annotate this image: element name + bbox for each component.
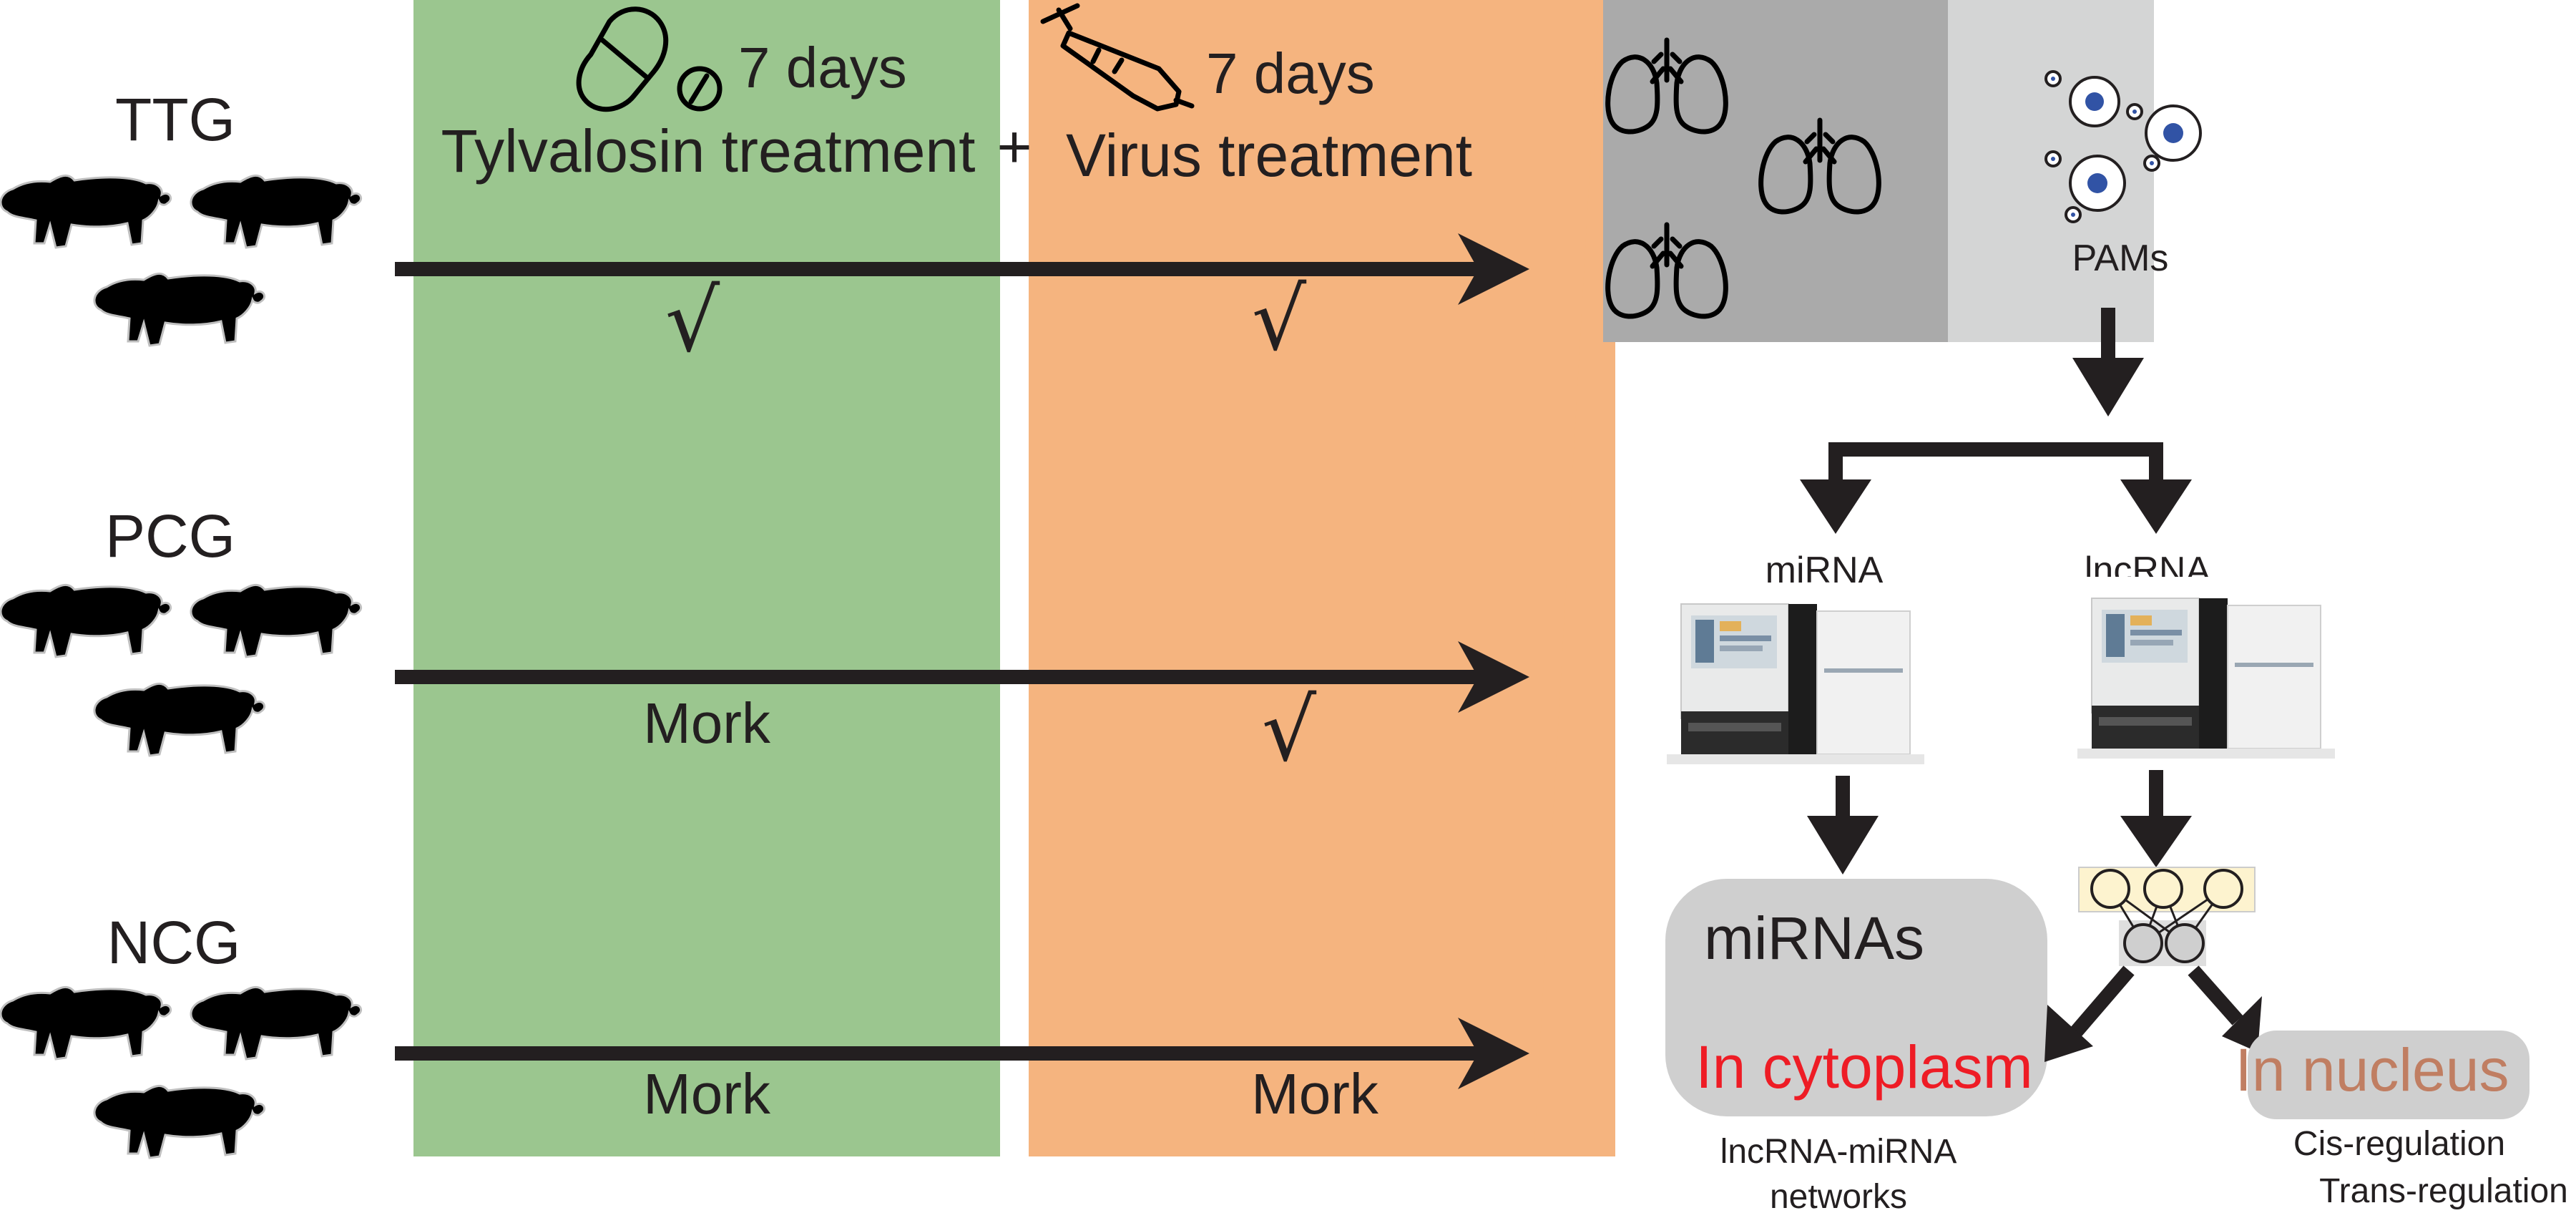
ttg-stage1-check: √ (665, 272, 720, 371)
pig-icon (190, 174, 363, 249)
sequencer-icon (1666, 582, 1925, 776)
pig-icon (0, 583, 172, 658)
stage2-label: Virus treatment (1066, 122, 1472, 189)
pill-capsule-icon (576, 6, 723, 112)
pig-icon (93, 1084, 266, 1159)
arrowhead-ttg (1458, 233, 1529, 305)
workflow-arrows (1800, 308, 2192, 875)
pig-icon (0, 985, 172, 1061)
arrowhead-pcg (1458, 641, 1529, 713)
networks-label-line2: networks (1770, 1178, 1907, 1213)
arrowhead-ncg (1458, 1018, 1529, 1089)
pcg-stage1-mork: Mork (643, 691, 771, 755)
pig-icon (93, 682, 266, 757)
group-arrows (395, 233, 1529, 1089)
diagonal-arrows (2044, 965, 2262, 1062)
zoom-wedge (1529, 0, 1600, 1156)
ncg-stage2-mork: Mork (1251, 1062, 1379, 1126)
group-label-pcg: PCG (105, 502, 235, 570)
stage1-duration: 7 days (738, 36, 907, 99)
pig-icon (190, 583, 363, 658)
group-label-ttg: TTG (115, 86, 235, 153)
ttg-stage2-check: √ (1252, 271, 1307, 370)
stage2-duration: 7 days (1206, 42, 1375, 105)
pcg-stage2-check: √ (1262, 681, 1317, 781)
syringe-icon (1040, 3, 1195, 112)
ncg-stage1-mork: Mork (643, 1062, 771, 1126)
pam-cells-icon (2044, 70, 2202, 223)
trans-regulation-label: Trans-regulation (2319, 1172, 2568, 1210)
network-icon (2078, 867, 2256, 966)
stage1-band (413, 0, 1000, 1156)
pams-label: PAMs (2072, 238, 2169, 279)
pigs-ncg (0, 985, 363, 1159)
pig-icon (0, 174, 172, 249)
pigs-pcg (0, 583, 363, 757)
stage2-band (1029, 0, 1615, 1156)
stage1-label: Tylvalosin treatment (441, 117, 976, 185)
mirnas-title: miRNAs (1704, 905, 1924, 972)
pig-icon (190, 985, 363, 1061)
group-label-ncg: NCG (107, 909, 241, 976)
cytoplasm-label: In cytoplasm (1695, 1033, 2033, 1101)
pigs-ttg (0, 174, 363, 347)
plus-sign: + (996, 113, 1032, 180)
sequencer-icon (2077, 576, 2336, 771)
cis-regulation-label: Cis-regulation (2293, 1125, 2505, 1163)
nucleus-label: In nucleus (2235, 1036, 2509, 1104)
pig-icon (93, 272, 266, 347)
networks-label-line1: lncRNA-miRNA (1720, 1133, 1957, 1171)
mirnas-box (1665, 879, 2047, 1116)
nucleus-box (2248, 1031, 2530, 1119)
